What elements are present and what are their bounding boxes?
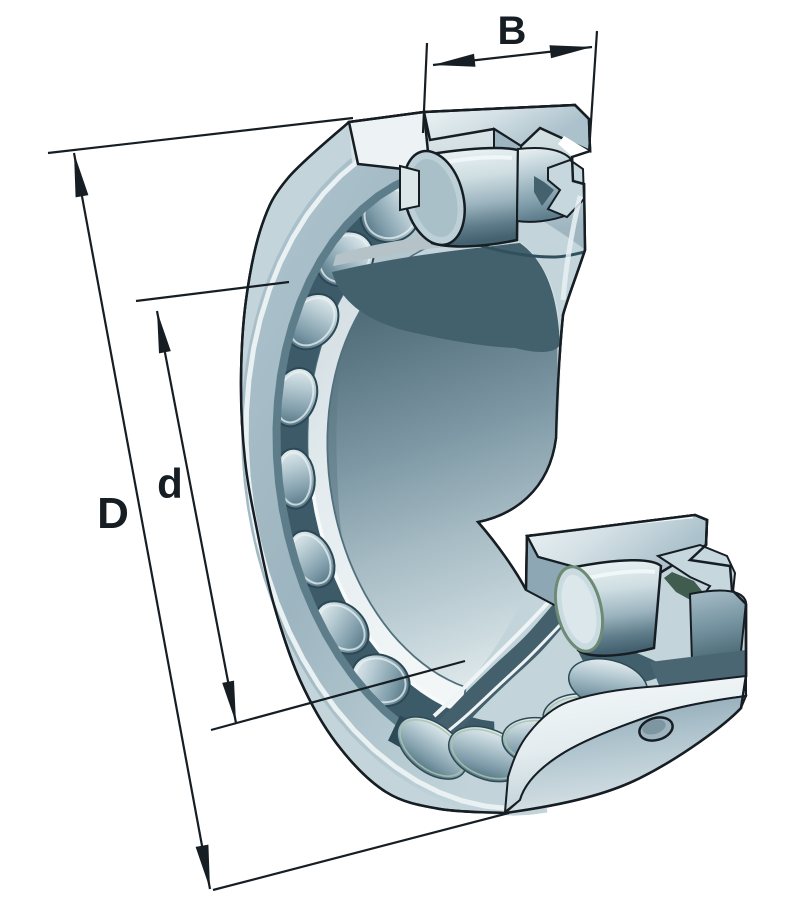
svg-text:B: B <box>498 9 527 53</box>
svg-text:d: d <box>157 460 183 507</box>
svg-text:D: D <box>97 489 129 538</box>
